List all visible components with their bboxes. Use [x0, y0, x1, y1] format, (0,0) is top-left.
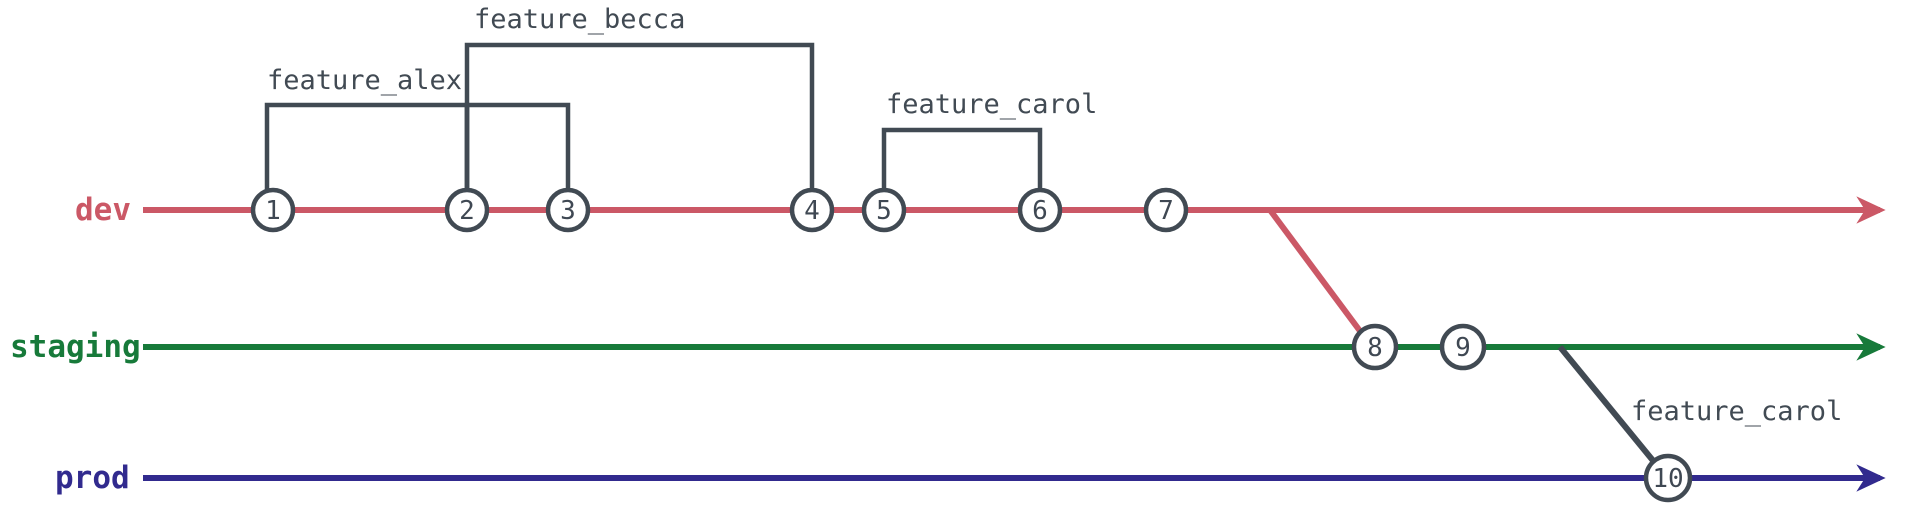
commit-nodes-group: 1 2 3 4 5 6 7 8 9 10 [250, 187, 1693, 503]
commit-circle-8 [1351, 323, 1399, 371]
branch-label-prod: prod [55, 460, 130, 496]
branch-lines-group [143, 196, 1886, 492]
merge-lines-group [1267, 208, 1658, 465]
commit-circle-5 [861, 187, 907, 233]
feature-bracket-label-feature-carol: feature_carol [886, 89, 1097, 120]
commit-circle-4 [789, 187, 835, 233]
commit-label-2: 2 [459, 196, 475, 226]
commit-circle-3 [545, 187, 591, 233]
merge-line-staging-to-prod [1557, 345, 1658, 465]
feature-bracket-label-feature-alex: feature_alex [267, 65, 462, 96]
commit-label-9: 9 [1455, 333, 1471, 363]
commit-label-10: 10 [1652, 464, 1683, 494]
feature-brackets-group [264, 42, 1043, 190]
commit-label-6: 6 [1032, 196, 1048, 226]
commit-node-4[interactable]: 4 [789, 187, 835, 233]
commit-circle-7 [1143, 187, 1189, 233]
feature-bracket-feature-alex-tail [464, 102, 571, 190]
commit-node-3[interactable]: 3 [545, 187, 591, 233]
commit-node-9[interactable]: 9 [1439, 323, 1487, 371]
commit-node-5[interactable]: 5 [861, 187, 907, 233]
commit-node-6[interactable]: 6 [1017, 187, 1063, 233]
merge-line-dev-to-staging [1267, 208, 1363, 333]
commit-circle-2 [444, 187, 490, 233]
merge-line-label-staging-to-prod: feature_carol [1631, 396, 1842, 427]
commit-circle-10 [1643, 453, 1693, 503]
branch-label-dev: dev [75, 192, 131, 228]
commit-label-1: 1 [265, 196, 281, 226]
commit-circle-9 [1439, 323, 1487, 371]
commit-label-3: 3 [560, 196, 576, 226]
commit-node-2[interactable]: 2 [444, 187, 490, 233]
commit-circle-6 [1017, 187, 1063, 233]
commit-circle-1 [250, 187, 296, 233]
feature-bracket-labels-group: feature_alex feature_becca feature_carol [267, 4, 1097, 120]
commit-node-8[interactable]: 8 [1351, 323, 1399, 371]
branch-label-staging: staging [10, 329, 141, 365]
merge-line-labels-group: feature_carol [1631, 396, 1842, 427]
feature-bracket-label-feature-becca: feature_becca [474, 4, 685, 35]
commit-label-5: 5 [876, 196, 892, 226]
commit-node-7[interactable]: 7 [1143, 187, 1189, 233]
commit-node-10[interactable]: 10 [1643, 453, 1693, 503]
commit-node-1[interactable]: 1 [250, 187, 296, 233]
commit-label-7: 7 [1158, 196, 1174, 226]
feature-bracket-feature-becca [464, 42, 815, 190]
feature-bracket-feature-alex [264, 102, 470, 190]
commit-label-4: 4 [804, 196, 820, 226]
commit-label-8: 8 [1367, 333, 1383, 363]
feature-bracket-feature-carol [881, 127, 1043, 190]
